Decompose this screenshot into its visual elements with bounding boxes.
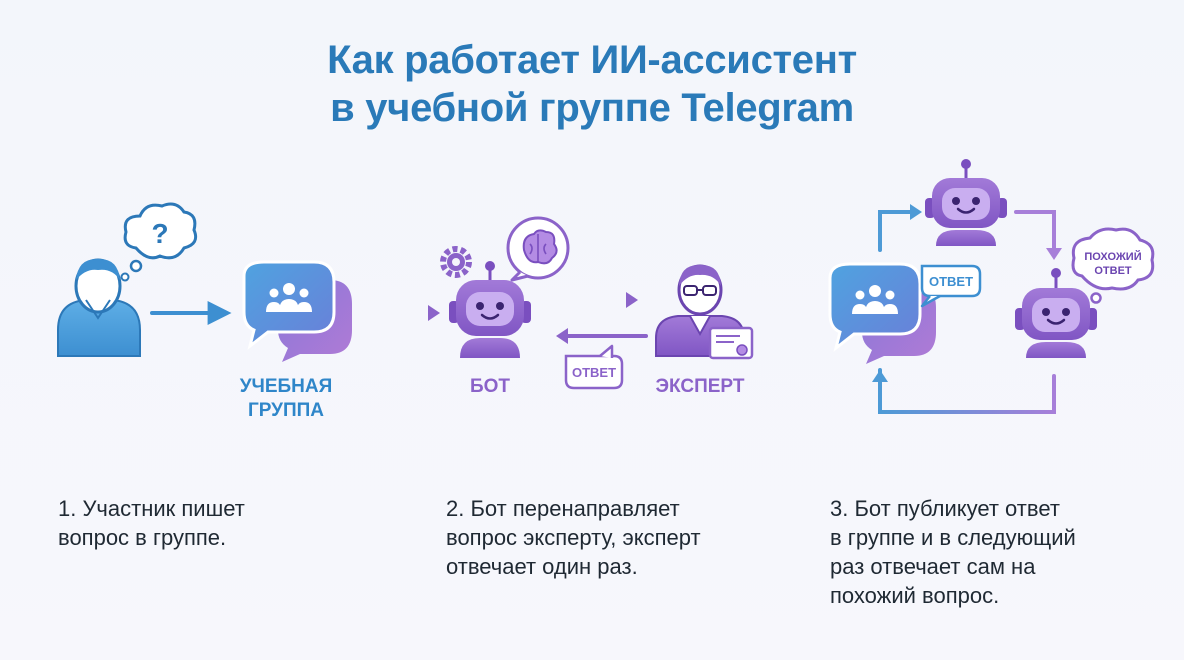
thought-bubble-icon: ? xyxy=(120,202,198,282)
answer-bubble-step3: ОТВЕТ xyxy=(920,264,982,308)
group-chat-icon xyxy=(242,260,352,362)
student-icon xyxy=(57,258,141,357)
step-2-line-3: отвечает один раз. xyxy=(446,554,638,579)
title-line-2: в учебной группе Telegram xyxy=(330,86,854,130)
step-2-line-2: вопрос эксперту, эксперт xyxy=(446,525,701,550)
arrow-expert-to-bot-head xyxy=(556,328,568,344)
study-group-label-line2: ГРУППА xyxy=(247,400,325,421)
answer-bubble-step2: ОТВЕТ xyxy=(564,344,624,390)
certificate-icon xyxy=(708,326,754,360)
expert-label: ЭКСПЕРТ xyxy=(655,376,745,397)
loop-arrow-group-to-bot xyxy=(878,210,914,252)
group-chat-icon-step3 xyxy=(828,262,936,364)
study-group-label: УЧЕБНАЯ ГРУППА xyxy=(226,375,346,423)
loop-arrow-group-to-bot-head xyxy=(910,204,922,220)
step-2-line-1: 2. Бот перенаправляет xyxy=(446,496,680,521)
question-mark-text: ? xyxy=(151,218,168,249)
study-group-label-line1: УЧЕБНАЯ xyxy=(239,376,333,397)
step-1-description: 1. Участник пишет вопрос в группе. xyxy=(58,494,245,552)
answer-text-step3: ОТВЕТ xyxy=(929,274,973,289)
bottom-bot-robot-icon xyxy=(1015,268,1097,358)
step-3-line-1: 3. Бот публикует ответ xyxy=(830,496,1060,521)
bot-robot-icon xyxy=(449,261,531,358)
loop-arrow-bot-to-bot xyxy=(1014,210,1056,252)
title-line-1: Как работает ИИ-ассистент xyxy=(327,38,857,82)
bot-label: БОТ xyxy=(469,376,511,397)
page-title: Как работает ИИ-ассистент в учебной груп… xyxy=(0,36,1184,132)
gear-icon xyxy=(440,246,472,278)
arrow-group-to-bot-head xyxy=(428,305,440,321)
answer-text-step2: ОТВЕТ xyxy=(572,365,616,380)
step-3-description: 3. Бот публикует ответ в группе и в след… xyxy=(830,494,1076,610)
brain-thought-icon xyxy=(506,216,570,282)
step-3-line-4: похожий вопрос. xyxy=(830,583,1000,608)
step-1-line-2: вопрос в группе. xyxy=(58,525,227,550)
step-3-line-3: раз отвечает сам на xyxy=(830,554,1036,579)
loop-arrow-bottom-head xyxy=(872,370,888,382)
similar-answer-text-1: ПОХОЖИЙ xyxy=(1084,250,1141,263)
step-1-line-1: 1. Участник пишет xyxy=(58,496,245,521)
loop-arrow-bot-to-bot-head xyxy=(1046,248,1062,260)
top-bot-robot-icon xyxy=(925,159,1007,246)
loop-arrow-bottom xyxy=(878,368,1056,414)
similar-answer-text-2: ОТВЕТ xyxy=(1094,265,1132,277)
similar-answer-bubble: ПОХОЖИЙ ОТВЕТ xyxy=(1071,227,1155,311)
step-3-line-2: в группе и в следующий xyxy=(830,525,1076,550)
arrow-bot-to-expert-head xyxy=(626,292,638,308)
step-2-description: 2. Бот перенаправляет вопрос эксперту, э… xyxy=(446,494,701,581)
